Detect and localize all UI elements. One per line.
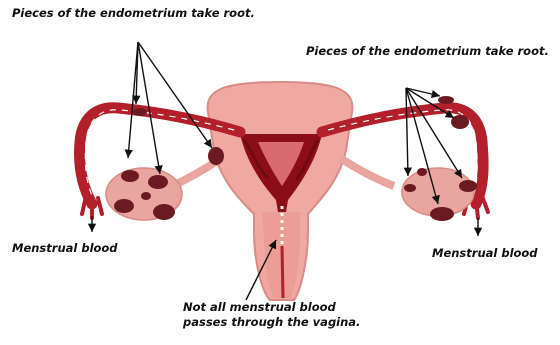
label-vagina-note-line1: Not all menstrual blood [183,300,360,315]
lesion [208,147,224,165]
lesion [404,184,416,192]
right-ovarian-ligament [340,158,394,186]
label-menstrual-blood-left: Menstrual blood [12,241,118,256]
lesion [148,175,168,189]
lesion [459,180,477,192]
lesion [114,199,134,213]
lesion [133,108,147,116]
left-fimbriae [82,196,102,218]
vaginal-canal-blood [282,246,283,298]
label-vagina-note-line2: passes through the vagina. [183,315,360,330]
lesion [141,192,151,200]
label-endometrium-left: Pieces of the endometrium take root. [12,6,255,21]
label-vagina-note: Not all menstrual blood passes through t… [183,300,360,330]
label-endometrium-right: Pieces of the endometrium take root. [306,44,549,59]
label-menstrual-blood-right: Menstrual blood [432,246,538,261]
lesion [121,170,139,182]
lesion [417,168,427,176]
lesion [438,96,454,104]
lesion [153,204,175,220]
lesion [430,207,454,221]
